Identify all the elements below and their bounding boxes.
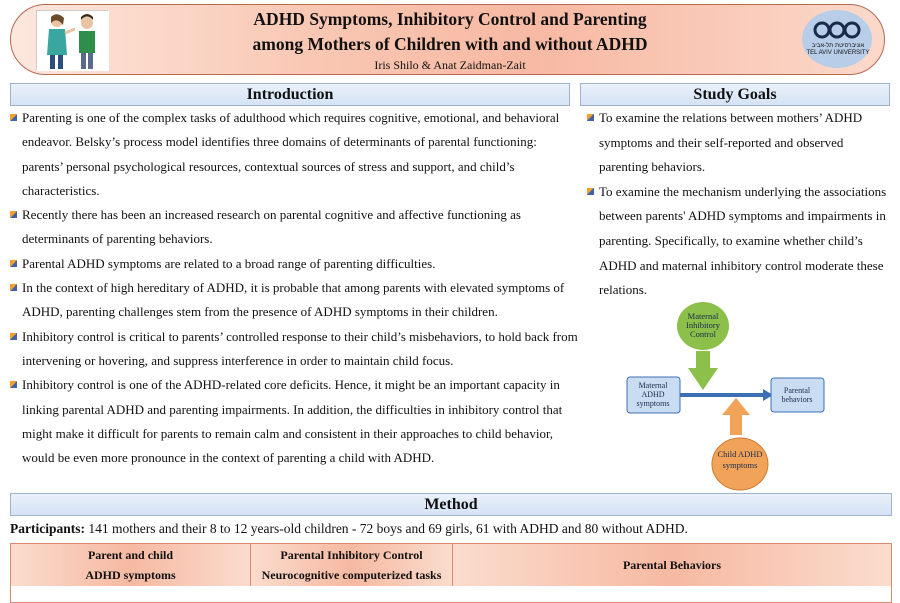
method-heading: Method [10,493,892,516]
moderation-diagram [626,302,825,491]
bullet-icon [10,284,17,292]
participants-label: Participants: [10,521,85,536]
bullet-icon [10,211,17,219]
method-table: Parent and child ADHD symptoms Parental … [10,543,892,603]
child-adhd-node [711,437,769,491]
logo-text-hebrew: אוניברסיטת תל-אביב [811,43,865,49]
parents-illustration [36,10,109,71]
column-header: Parent and child ADHD symptoms [11,544,251,586]
green-arrow [688,351,718,390]
introduction-list: Parenting is one of the complex tasks of… [10,106,578,470]
bullet-icon [587,187,594,195]
logo-text-english: TEL AVIV UNIVERSITY [806,50,870,56]
bullet-icon [10,259,17,267]
diagram-label-bottom: Child ADHD symptoms [717,449,763,470]
list-item: In the context of high hereditary of ADH… [10,276,578,325]
list-item: To examine the relations between mothers… [587,106,887,180]
maternal-adhd-box [626,376,681,414]
diagram-label-right: Parental behaviors [781,386,813,404]
list-item: Parenting is one of the complex tasks of… [10,106,578,203]
logo-caption: אוניברסיטת תל-אביב TEL AVIV UNIVERSITY [806,43,870,57]
title-line-2: among Mothers of Children with and witho… [252,34,648,54]
orange-arrow [722,398,750,435]
study-goals-list: To examine the relations between mothers… [587,106,887,303]
inhibitory-control-node [677,302,729,350]
column-header: Parental Inhibitory Control Neurocogniti… [251,544,453,586]
bullet-icon [10,381,17,389]
title-line-1: ADHD Symptoms, Inhibitory Control and Pa… [253,9,647,29]
list-item: To examine the mechanism underlying the … [587,180,887,303]
bullet-icon [10,114,17,121]
diagram-label-left: Maternal ADHD symptoms [636,381,670,408]
study-goals-heading: Study Goals [580,83,890,106]
diagram-label-top: Maternal Inhibitory Control [686,311,720,339]
list-item: Parental ADHD symptoms are related to a … [10,252,578,276]
participants-text: 141 mothers and their 8 to 12 years-old … [85,521,688,536]
participants-line: Participants: 141 mothers and their 8 to… [10,521,688,537]
column-header: Parental Behaviors [453,544,891,586]
list-item: Recently there has been an increased res… [10,203,578,252]
authors: Iris Shilo & Anat Zaidman-Zait [374,58,526,72]
bullet-icon [587,114,594,121]
bullet-icon [10,332,17,340]
university-logo [802,10,872,68]
introduction-heading: Introduction [10,83,570,106]
list-item: Inhibitory control is critical to parent… [10,325,578,374]
poster-title: ADHD Symptoms, Inhibitory Control and Pa… [120,7,780,57]
title-banner [10,4,885,75]
parental-behaviors-box [770,377,825,413]
list-item: Inhibitory control is one of the ADHD-re… [10,373,578,470]
